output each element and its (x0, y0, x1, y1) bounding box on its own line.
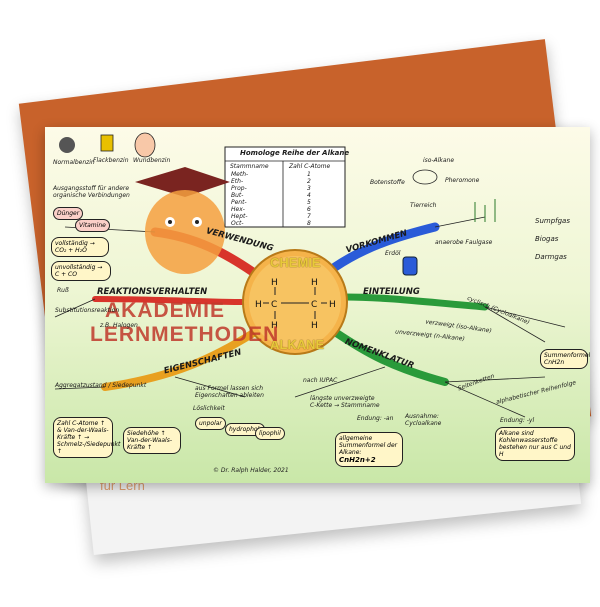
branch-einteilung (341, 293, 489, 311)
note-halogen: z.B. Halogen (100, 322, 138, 329)
plants-icon (474, 199, 496, 222)
oil-barrel-icon (402, 256, 418, 276)
note-aggregat: Aggregatzustand / Siedepunkt (55, 382, 147, 389)
watermark-line1: AKADEMIE (105, 299, 226, 322)
table-row-num: 5 (307, 199, 311, 206)
mascot-owl-icon (135, 167, 230, 274)
note-anaerobe: anaerobe Faulgase (435, 239, 493, 246)
center-label-top: CHEMIE (270, 255, 321, 270)
table-row-num: 8 (307, 220, 311, 227)
note-nach-iupac: nach IUPAC (303, 377, 338, 384)
table-row-name: Meth- (231, 171, 249, 178)
note-vitamine: Vitamine (75, 219, 110, 232)
note-siedehoehe: Siedehöhe ↑ Van-der-Waals-Kräfte ↑ (123, 427, 181, 454)
table-col-stammname: Stammname (230, 163, 269, 170)
note-endung-yl: Endung: -yl (500, 417, 535, 424)
table-row-num: 7 (307, 213, 311, 220)
note-laengste: längste unverzweigte C-Kette → Stammname (310, 395, 380, 409)
table-row-num: 3 (307, 185, 311, 192)
table-row-name: Hept- (231, 213, 248, 220)
note-vollstaendig: vollständig → CO₂ + H₂O (51, 237, 109, 257)
note-erdoel: Erdöl (385, 250, 401, 257)
branch-label-einteilung: EINTEILUNG (363, 287, 420, 297)
svg-text:H: H (311, 321, 318, 331)
face-icon (134, 132, 156, 158)
note-botenstoffe: Botenstoffe (370, 179, 405, 186)
benzin-can-icon (59, 137, 75, 153)
table-row-num: 2 (307, 178, 311, 185)
svg-text:C: C (311, 300, 317, 310)
svg-text:H: H (255, 300, 262, 310)
flackbenzin-bottle-icon (100, 134, 114, 152)
note-alkane-sind: Alkane sind Kohlenwasserstoffe bestehen … (495, 427, 575, 461)
note-biogas: Biogas (535, 235, 559, 243)
svg-text:H: H (271, 278, 278, 288)
note-iso-alkane: iso-Alkane (423, 157, 455, 164)
note-ausnahme: Ausnahme: Cycloalkane (405, 413, 442, 427)
branch-nomenklatur (331, 328, 449, 386)
note-duenger: Dünger (53, 207, 84, 220)
note-pheromone: Pheromone (445, 177, 480, 184)
note-russ: Ruß (57, 287, 69, 294)
table-row-name: Eth- (231, 178, 244, 185)
homologe-table (224, 146, 346, 228)
note-normalbenzin: Normalbenzin (53, 159, 95, 166)
branch-eigenschaften (101, 328, 259, 391)
note-endung: Endung: -an (357, 415, 394, 422)
note-aus-formel: aus Formel lassen sich Eigenschaften abl… (195, 385, 264, 399)
note-ausgangsstoff: Ausgangsstoff für andere organische Verb… (53, 185, 130, 199)
watermark-line2: LERNMETHODEN (90, 323, 280, 346)
svg-text:H: H (311, 278, 318, 288)
cloud-icon (412, 169, 438, 185)
table-row-name: But- (231, 192, 244, 199)
note-formula: CnH2n+2 (339, 456, 376, 464)
copyright: © Dr. Ralph Halder, 2021 (213, 467, 289, 474)
note-tierreich: Tierreich (410, 202, 437, 209)
note-allgemeine-text: allgemeine Summenformel der Alkane: (339, 435, 398, 456)
note-unvollstaendig: unvollständig → C + CO (51, 261, 111, 281)
branch-vorkommen (330, 222, 440, 272)
table-row-name: Pent- (231, 199, 247, 206)
ethane-molecule (263, 287, 327, 319)
svg-text:H: H (329, 300, 336, 310)
table-row-num: 1 (307, 171, 311, 178)
table-col-zahl: Zahl C-Atome (289, 163, 331, 170)
branch-reaktion (92, 296, 248, 305)
note-substitution: Substitutionsreaktion (55, 307, 120, 314)
table-row-num: 4 (307, 192, 311, 199)
note-lipophil: lipophil (255, 427, 285, 440)
note-flackbenzin: Flackbenzin (93, 157, 129, 164)
note-allgemeine: allgemeine Summenformel der Alkane: CnH2… (335, 432, 403, 467)
note-sumpfgas: Sumpfgas (535, 217, 570, 225)
note-summenformel: Summenformel: CnH2n (540, 349, 590, 369)
svg-text:H: H (271, 321, 278, 331)
note-darmgas: Darmgas (535, 253, 567, 261)
table-title: Homologe Reihe der Alkane (240, 149, 350, 157)
table-row-name: Oct- (231, 220, 244, 227)
table-row-name: Prop- (231, 185, 247, 192)
branch-label-reaktion: REAKTIONSVERHALTEN (97, 287, 208, 297)
table-row-name: Hex- (231, 206, 245, 213)
note-wundbenzin: Wundbenzin (133, 157, 171, 164)
mindmap-lines: C C H H H H H H (54, 132, 566, 418)
note-loeslichkeit: Löslichkeit (193, 405, 225, 412)
table-row-num: 6 (307, 206, 311, 213)
svg-text:C: C (271, 300, 277, 310)
note-zahl-c: Zahl C-Atome ↑ & Van-der-Waals-Kräfte ↑ … (53, 417, 120, 458)
note-unpolar: unpolar (195, 417, 226, 430)
center-label-bottom: ALKANE (270, 337, 325, 352)
